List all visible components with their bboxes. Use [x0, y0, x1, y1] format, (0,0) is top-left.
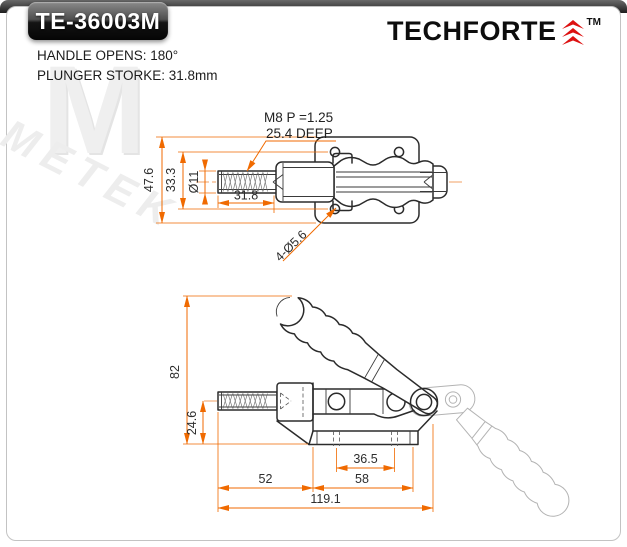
dim-base-to-center: 24.6 — [185, 411, 199, 435]
thread-depth-label: 25.4 DEEP — [266, 126, 333, 141]
spec-lines: HANDLE OPENS: 180° PLUNGER STORKE: 31.8m… — [37, 46, 218, 86]
dim-height: 82 — [168, 365, 182, 379]
handle-pivot-lug — [409, 387, 439, 417]
chevrons-icon — [561, 20, 584, 45]
plunger-fork — [275, 161, 335, 203]
trademark-symbol: TM — [586, 17, 601, 28]
ghost-handle-open — [455, 407, 570, 517]
handle-closed — [275, 296, 439, 415]
dim-total-height: 47.6 — [142, 168, 156, 192]
mounting-hole — [329, 146, 341, 158]
spec-handle-opens: HANDLE OPENS: 180° — [37, 48, 179, 63]
product-code-badge: TE-36003M — [28, 2, 168, 40]
top-view: 47.6 33.3 Ø11 31.8 M8 P =1.25 25.4 DEEP … — [142, 110, 462, 264]
dim-plunger-extension: 52 — [259, 472, 273, 486]
brand-name: TECHFORTE — [387, 16, 557, 46]
dim-base-length: 58 — [355, 472, 369, 486]
mounting-base — [308, 410, 438, 446]
dim-slot-spacing: 36.5 — [353, 452, 377, 466]
product-code: TE-36003M — [35, 7, 161, 34]
spec-plunger-stroke: PLUNGER STORKE: 31.8mm — [37, 68, 218, 83]
holes-callout: 4-Ø5.6 — [272, 228, 309, 265]
head-block — [276, 382, 314, 422]
dim-plunger-diameter: Ø11 — [187, 171, 201, 194]
fork-pin — [327, 392, 346, 411]
dim-total-length: 119.1 — [310, 492, 340, 506]
handle-pivot-hole — [415, 393, 433, 411]
brand-logo: TECHFORTE TM — [387, 17, 601, 46]
toggle-mechanism — [333, 155, 434, 209]
dim-thread-length: 31.8 — [234, 189, 258, 203]
side-view: 82 24.6 36.5 52 58 119.1 — [168, 295, 570, 517]
thread-spec-label: M8 P =1.25 — [264, 110, 333, 125]
mounting-hole — [393, 146, 405, 158]
watermark-letter: M — [42, 41, 147, 180]
dim-hole-spacing: 33.3 — [164, 168, 178, 192]
